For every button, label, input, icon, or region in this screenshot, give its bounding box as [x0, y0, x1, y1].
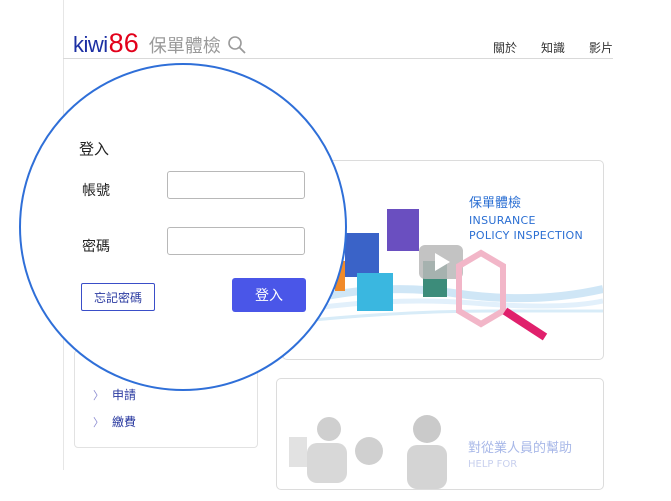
card-title: 保單體檢 — [469, 196, 522, 211]
top-nav: 關於 知識 影片 — [493, 39, 613, 56]
card-subtitle-line1: INSURANCE — [469, 214, 536, 227]
help-for-practitioners-card[interactable]: 對從業人員的幫助 HELP FOR — [276, 378, 604, 490]
sidebar-item-label: 申請 — [112, 388, 137, 402]
site-header: kiwi 86 保單體檢 關於 知識 影片 — [63, 24, 613, 59]
search-icon[interactable] — [227, 35, 247, 59]
people-illustration — [289, 415, 447, 489]
policy-inspection-card[interactable]: 保單體檢 INSURANCE POLICY INSPECTION — [282, 160, 604, 360]
card-title: 對從業人員的幫助 — [468, 441, 573, 456]
card-subtitle-line2: POLICY INSPECTION — [469, 229, 584, 242]
nav-item-videos[interactable]: 影片 — [588, 41, 613, 55]
sidebar-item-apply[interactable]: 〉 申請 — [93, 386, 136, 403]
sidebar-item-payment[interactable]: 〉 繳費 — [93, 413, 136, 430]
sidebar-item-label: 繳費 — [112, 415, 137, 429]
policy-inspection-illustration — [283, 209, 603, 341]
card-subtitle: HELP FOR — [468, 459, 518, 470]
account-input[interactable] — [167, 171, 305, 199]
password-input[interactable] — [167, 227, 305, 255]
site-title: 保單體檢 — [148, 36, 221, 57]
magnifier-icon — [456, 249, 548, 341]
chevron-right-icon: 〉 — [93, 415, 104, 429]
play-video-icon — [419, 245, 463, 279]
nav-item-about[interactable]: 關於 — [492, 41, 517, 55]
logo-number-text: 86 — [108, 28, 139, 58]
login-button[interactable]: 登入 — [232, 278, 306, 312]
site-logo[interactable]: kiwi 86 保單體檢 — [73, 28, 247, 59]
account-label: 帳號 — [82, 183, 110, 199]
logo-kiwi-text: kiwi — [73, 32, 108, 57]
forgot-password-button[interactable]: 忘記密碼 — [81, 283, 155, 311]
password-label: 密碼 — [82, 239, 110, 255]
login-title: 登入 — [79, 140, 110, 158]
chevron-right-icon: 〉 — [93, 388, 104, 402]
nav-item-knowledge[interactable]: 知識 — [540, 41, 565, 55]
